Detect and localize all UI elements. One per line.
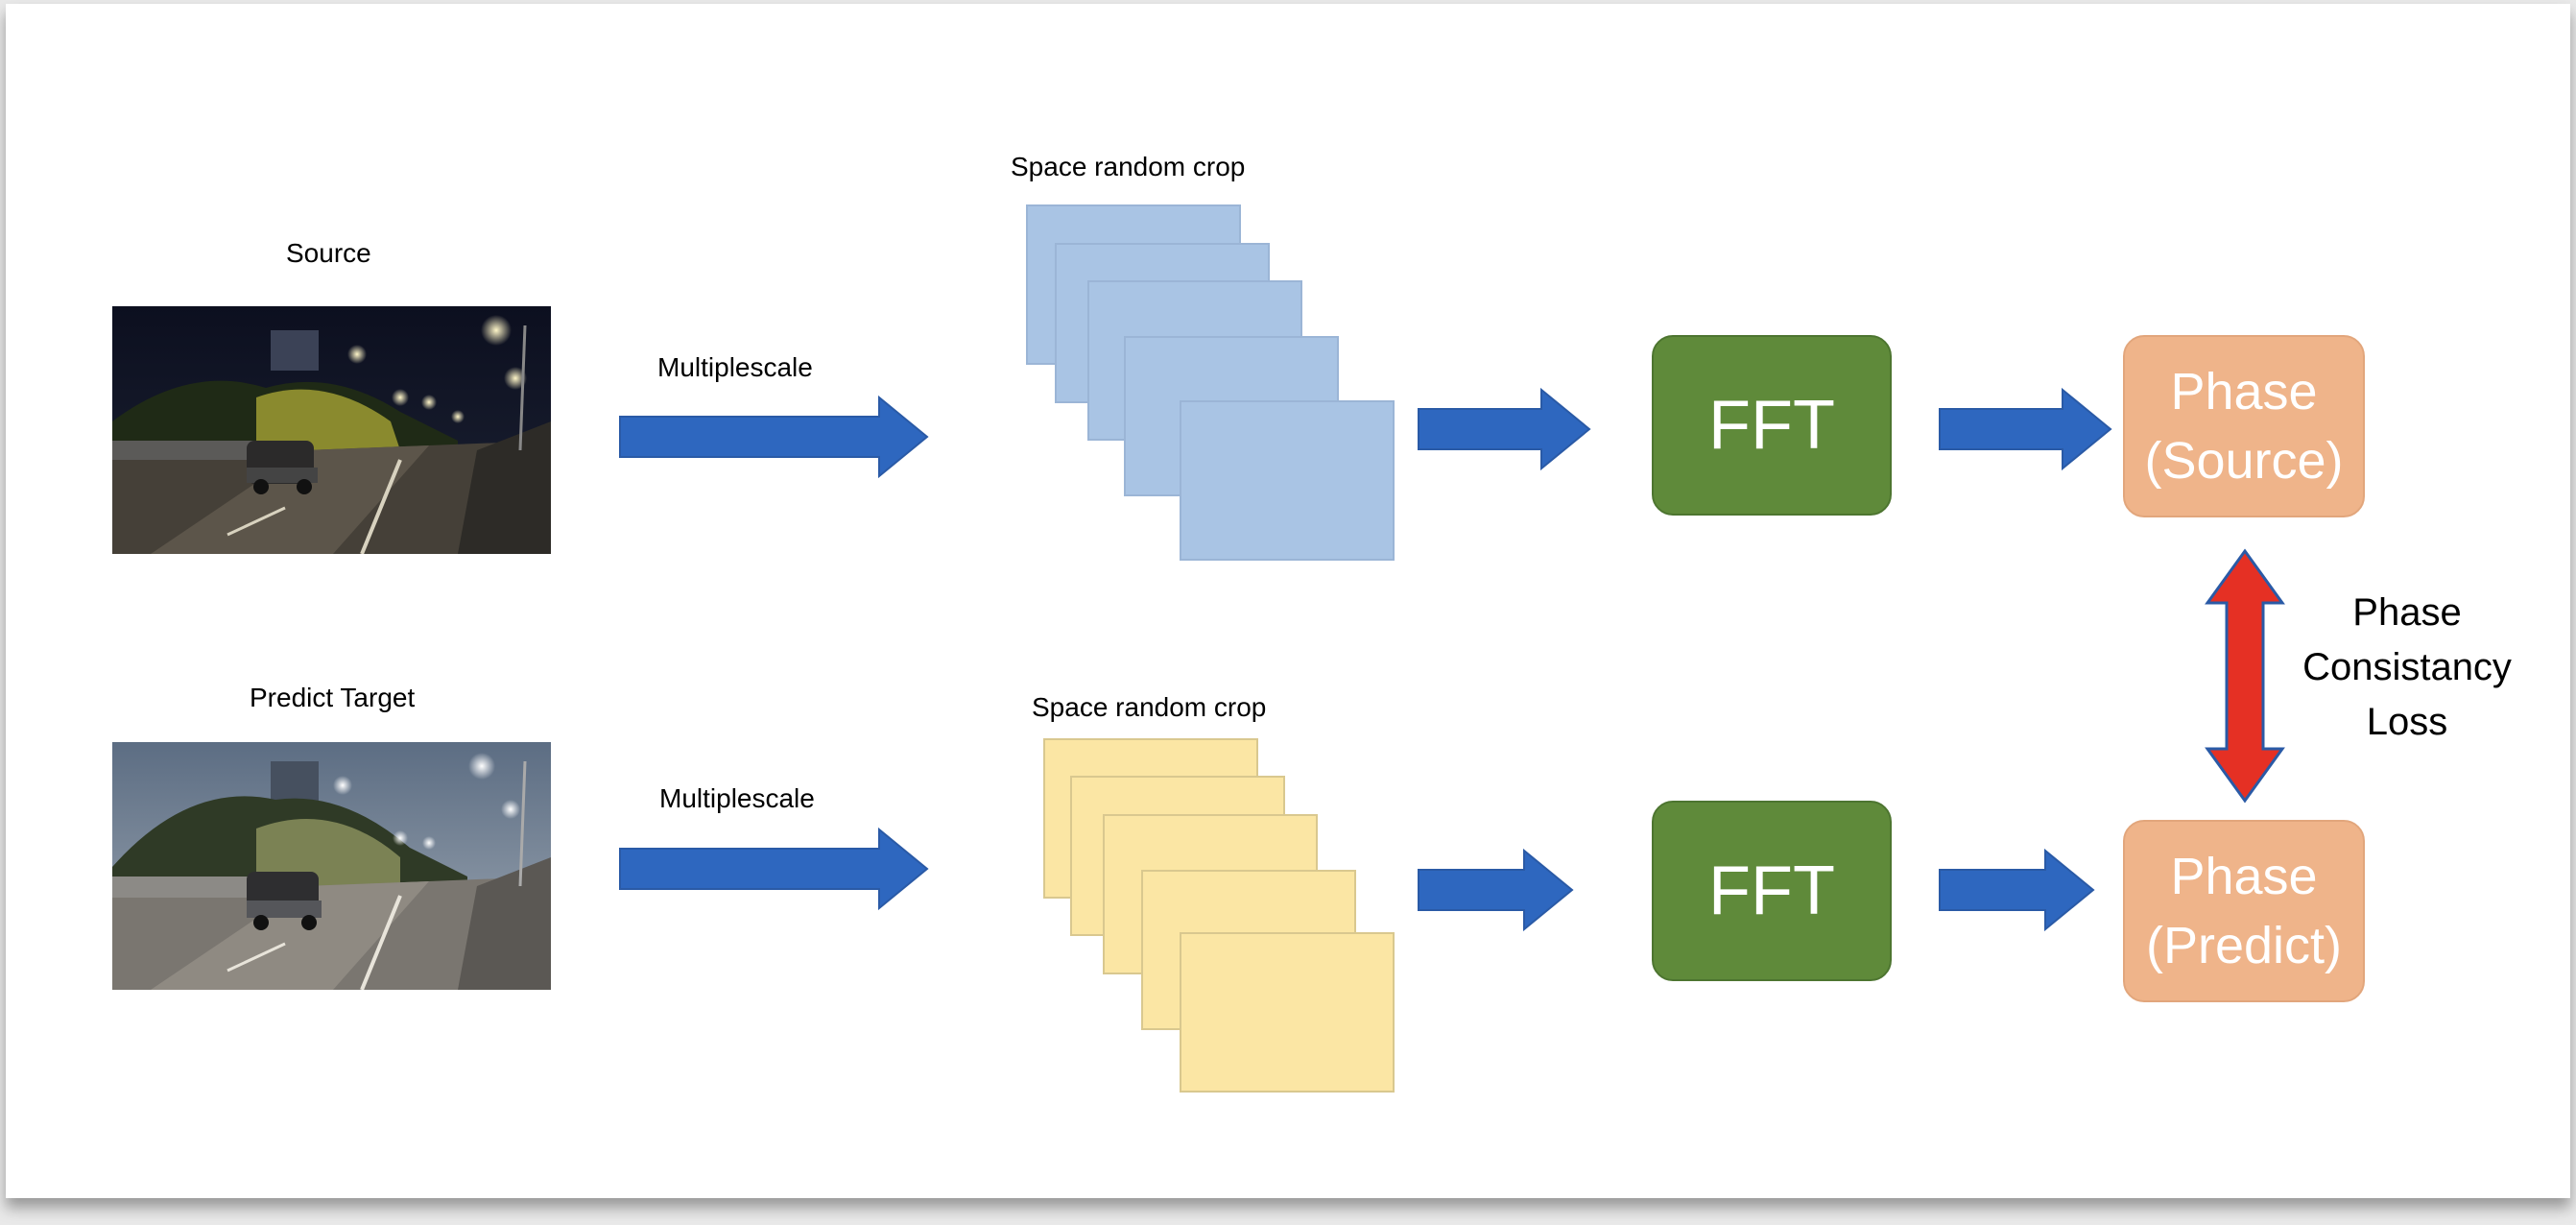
diagram-canvas: Source (6, 4, 2570, 1198)
phase-source-line1: Phase (2170, 363, 2318, 420)
top-crop-to-fft-arrow (1418, 388, 1591, 470)
phase-source-line2: (Source) (2144, 432, 2344, 490)
bottom-fft-label: FFT (1708, 853, 1835, 929)
phase-consistency-loss-label: Phase Consistancy Loss (2282, 586, 2532, 750)
source-image (112, 306, 551, 554)
top-fft-box: FFT (1652, 335, 1892, 516)
phase-predict-line2: (Predict) (2145, 917, 2343, 974)
loss-line2: Consistancy (2302, 646, 2512, 688)
bottom-crop-5 (1180, 932, 1395, 1093)
top-fft-label: FFT (1708, 387, 1835, 464)
phase-consistency-arrow (2205, 548, 2285, 804)
bottom-crop-label: Space random crop (1032, 692, 1267, 722)
bottom-multiplescale-label: Multiplescale (659, 783, 815, 813)
bottom-multiplescale-arrow (619, 828, 929, 910)
source-label: Source (286, 238, 371, 268)
phase-predict-box: Phase (Predict) (2123, 820, 2365, 1002)
predict-target-image (112, 742, 551, 990)
phase-predict-line1: Phase (2170, 848, 2318, 905)
bottom-crop-to-fft-arrow (1418, 849, 1574, 931)
top-crop-label: Space random crop (1011, 152, 1246, 181)
bottom-fft-box: FFT (1652, 801, 1892, 981)
top-fft-to-phase-arrow (1939, 388, 2112, 470)
bottom-fft-to-phase-arrow (1939, 849, 2095, 931)
top-multiplescale-arrow (619, 396, 929, 478)
top-multiplescale-label: Multiplescale (657, 352, 813, 382)
top-crop-5 (1180, 400, 1395, 561)
loss-line3: Loss (2366, 701, 2448, 743)
target-label: Predict Target (250, 683, 416, 712)
phase-source-box: Phase (Source) (2123, 335, 2365, 517)
loss-line1: Phase (2352, 591, 2462, 634)
